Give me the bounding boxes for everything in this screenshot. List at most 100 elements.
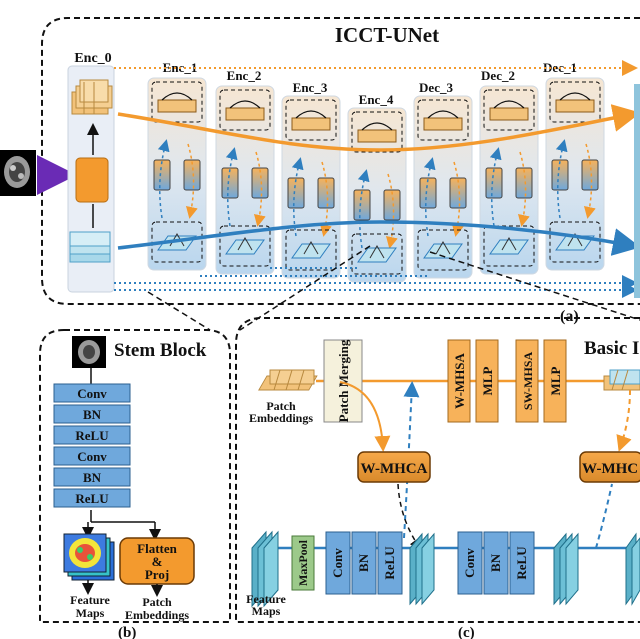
- stem-feature-maps: [63, 533, 115, 581]
- cross-arrow-blue: [555, 139, 568, 219]
- feature-glyph: [369, 245, 385, 259]
- conv-block-1: [325, 531, 351, 595]
- w-mhca-block-1: [357, 451, 431, 483]
- input-ct-image: [0, 150, 36, 196]
- patch-tokens: [225, 107, 265, 121]
- patch-embeddings-label-2: Embeddings: [249, 411, 313, 425]
- cross-arrow-orange: [451, 161, 464, 237]
- attention-arc: [493, 100, 525, 109]
- feature-glyph: [501, 237, 517, 251]
- w-mhsa-label: W-MHSA: [452, 352, 467, 408]
- patch-tokens: [157, 99, 197, 113]
- cross-block-right: [383, 189, 401, 221]
- zoom-line-3: [429, 251, 640, 321]
- stem-layer-label: Conv: [77, 449, 107, 464]
- stem-block-enc-0: [75, 157, 109, 203]
- bn-block-1: [351, 531, 377, 595]
- feature-maps-left: [251, 530, 279, 608]
- cross-arrow-orange: [253, 151, 266, 227]
- feature-maps-label-2: Maps: [252, 604, 281, 618]
- stem-layer-label: BN: [83, 470, 102, 485]
- stage-column-7: Dec_1: [543, 60, 605, 271]
- mlp-block-2: [543, 339, 567, 423]
- feature-plane: [291, 243, 331, 259]
- stem-block-title: Stem Block: [114, 340, 207, 361]
- mlp-block-1: [475, 339, 499, 423]
- panel-c-label: (c): [458, 625, 475, 639]
- feature-plane: [357, 247, 397, 263]
- basic-block-title: Basic I: [584, 338, 639, 359]
- conv-block: [483, 225, 535, 267]
- feature-maps-edge: [625, 532, 640, 606]
- feature-glyph: [303, 241, 319, 255]
- stem-layer-box: [53, 488, 131, 508]
- cross-block-right: [183, 159, 201, 191]
- patch-stack-enc-0: [71, 79, 113, 115]
- maxpool-label: MaxPool: [296, 539, 310, 586]
- cross-arrow-orange: [385, 173, 398, 249]
- patch-merging-label: Patch Merging: [336, 339, 351, 422]
- output-patch-stack: [603, 369, 640, 391]
- bn-label-1: BN: [356, 553, 371, 572]
- panel-c-border: [235, 317, 640, 623]
- w-mhca-label-1: W-MHCA: [361, 461, 428, 477]
- cross-block-left: [221, 167, 239, 199]
- transformer-block: [219, 89, 271, 131]
- attention-arc: [229, 100, 261, 109]
- panel-b-label: (b): [118, 625, 136, 639]
- right-orange-arrow: [616, 389, 632, 452]
- right-blue-arrow: [595, 483, 613, 549]
- relu-label-2: ReLU: [514, 546, 529, 580]
- panel-a: ICCT-UNet (a) Enc_0: [0, 17, 640, 331]
- stage-label: Dec_3: [419, 80, 453, 95]
- feature-plane: [225, 239, 265, 255]
- cross-arrow-blue: [423, 157, 436, 237]
- patch-tokens: [489, 107, 529, 121]
- conv-label-2: Conv: [462, 548, 477, 578]
- flatten-proj-line-1: Flatten: [137, 541, 177, 556]
- cross-arrow-orange: [517, 151, 530, 227]
- stem-feature-maps-label-2: Maps: [76, 606, 105, 620]
- cross-block-left: [287, 177, 305, 209]
- cross-arrow-blue: [291, 157, 304, 237]
- transformer-block: [285, 99, 337, 141]
- w-mhca-block-2: [579, 451, 640, 483]
- patch-tokens: [291, 117, 331, 131]
- mlp-label-2: MLP: [548, 367, 563, 396]
- sw-mhsa-block: [515, 339, 539, 423]
- feature-glyph: [567, 233, 583, 247]
- feature-glyph: [435, 241, 451, 255]
- diagram-title: ICCT-UNet: [335, 23, 439, 47]
- cross-arrow-blue: [157, 139, 170, 219]
- stage-enc-0: Enc_0: [67, 51, 115, 293]
- patch-embeddings-stack: [258, 369, 318, 391]
- cross-block-right: [581, 159, 599, 191]
- conv-block-2: [457, 531, 483, 595]
- conv-block: [549, 221, 601, 263]
- cross-block-right: [317, 177, 335, 209]
- stem-layer-box: [53, 383, 131, 403]
- feature-plane: [423, 243, 463, 259]
- stage-label-enc-0: Enc_0: [74, 51, 111, 66]
- conv-block: [219, 225, 271, 267]
- stage-column-2: Enc_2: [215, 68, 275, 275]
- transformer-block: [351, 111, 403, 153]
- cross-block-left: [485, 167, 503, 199]
- blue-flow: [117, 220, 640, 256]
- stem-input-image: [72, 336, 106, 368]
- cross-block-left: [353, 189, 371, 221]
- stem-layer-box: [53, 425, 131, 445]
- transformer-block: [417, 99, 469, 141]
- stem-layer-label: BN: [83, 407, 102, 422]
- sw-mhsa-label: SW-MHSA: [521, 352, 535, 411]
- bn-label-2: BN: [488, 553, 503, 572]
- feature-maps-label-1: Feature: [246, 592, 286, 606]
- stem-layer-box: [53, 404, 131, 424]
- attention-arc: [361, 122, 393, 131]
- mlp-label-1: MLP: [480, 367, 495, 396]
- output-column-stub: [634, 84, 640, 298]
- cross-arrow-orange: [319, 161, 332, 237]
